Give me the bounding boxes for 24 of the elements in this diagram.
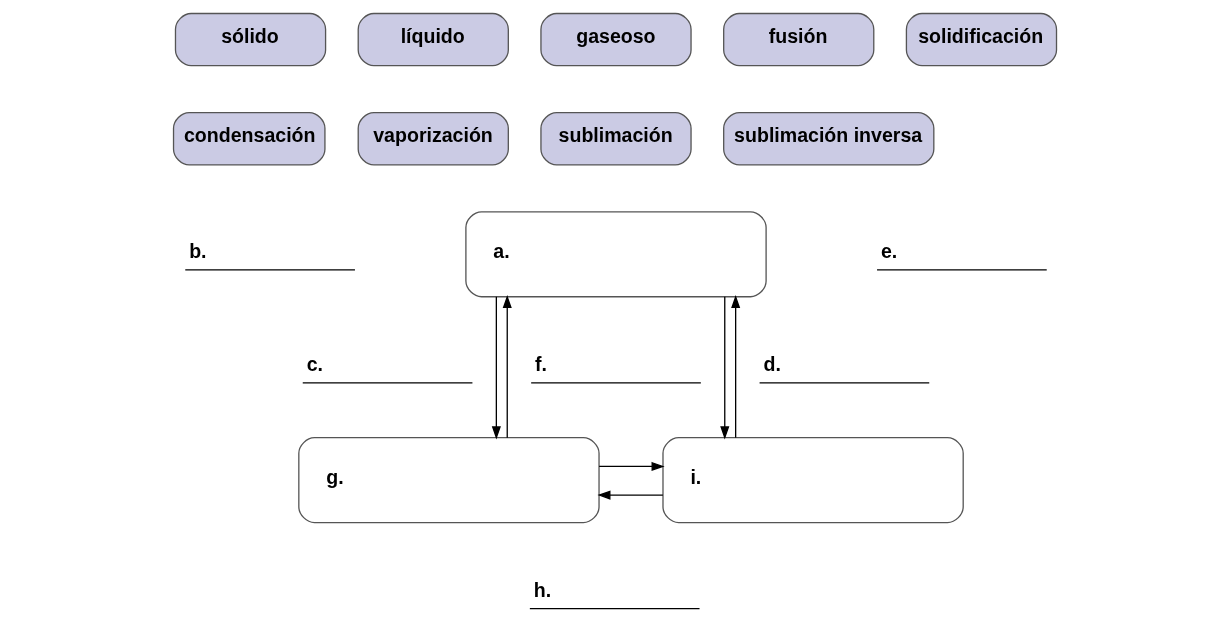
node-box: g. [298,437,600,524]
node-box: fusión [723,12,875,67]
label: e. [880,240,898,263]
arrow [491,296,501,440]
label: d. [763,353,781,376]
arrow [598,461,665,471]
node-box: i. [662,437,964,524]
node-box: a. [465,211,767,298]
node-box: sublimación [540,112,692,166]
node-box: gaseoso [540,12,692,67]
label: h. [533,578,552,601]
node-box: condensación [172,112,326,166]
label: b. [189,240,207,263]
arrow [597,490,664,500]
arrow [502,295,512,439]
node-box: vaporización [357,112,509,166]
label: f. [535,353,548,376]
node-box: líquido [357,12,509,67]
node-box: sólido [174,12,327,67]
node-box: solidificación [905,12,1058,67]
label: c. [306,353,323,376]
arrow [731,295,741,439]
arrow [720,296,730,440]
node-box: sublimación inversa [723,112,935,166]
